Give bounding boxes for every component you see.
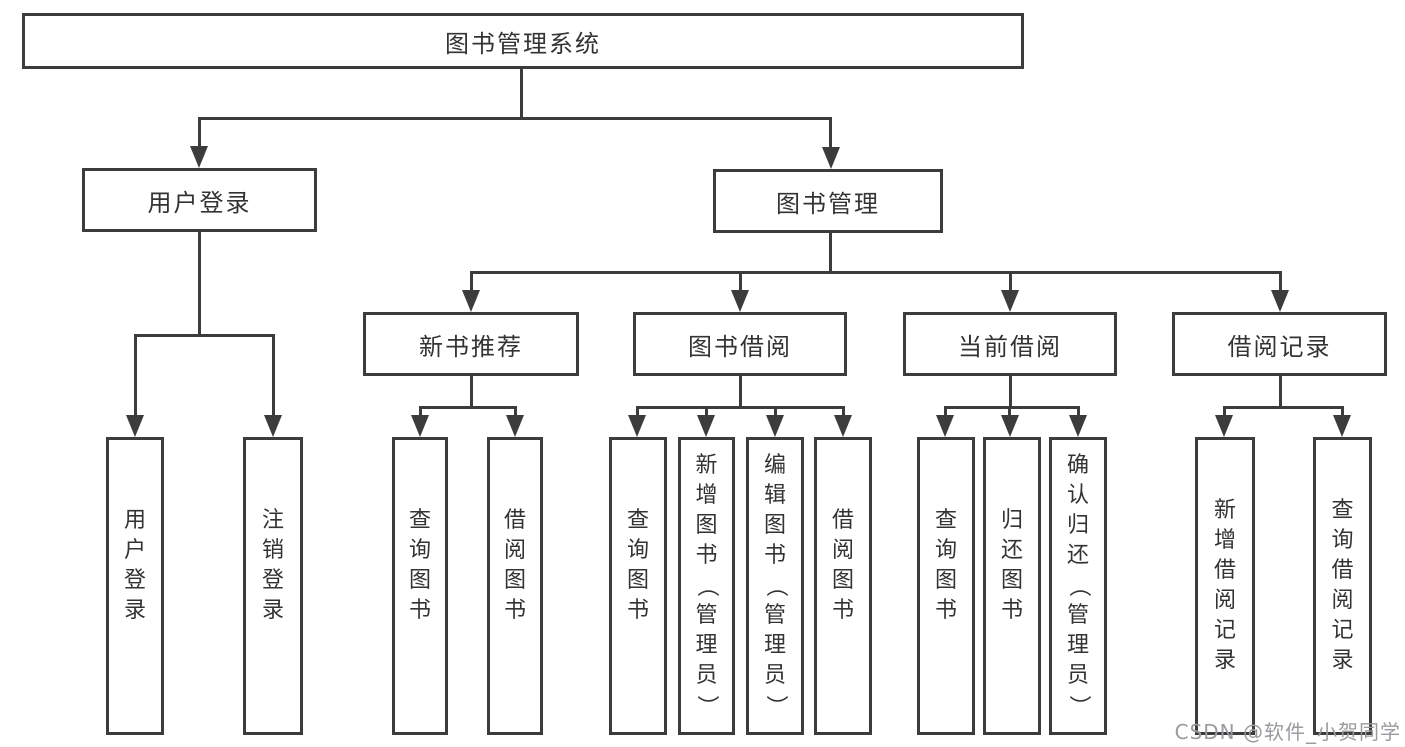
- node-book-mgmt: 图书管理: [713, 169, 943, 233]
- node-label: 新书推荐: [419, 332, 523, 361]
- node-label: 确认归还（管理员）: [1065, 453, 1091, 718]
- connector-line: [520, 69, 523, 119]
- node-add-book: 新增图书（管理员）: [678, 437, 735, 735]
- arrow-down-icon: [411, 415, 429, 437]
- connector-line: [1223, 406, 1344, 409]
- arrow-down-icon: [1069, 415, 1087, 437]
- node-query-borrow-record: 查询借阅记录: [1313, 437, 1372, 735]
- connector-line: [636, 406, 639, 416]
- node-root: 图书管理系统: [22, 13, 1024, 69]
- connector-line: [272, 334, 275, 416]
- arrow-down-icon: [1001, 290, 1019, 312]
- connector-line: [1279, 376, 1282, 408]
- connector-line: [198, 117, 201, 148]
- node-label: 查询图书: [934, 508, 957, 623]
- node-label: 查询图书: [626, 508, 649, 623]
- arrow-down-icon: [834, 415, 852, 437]
- node-query-book-b: 查询图书: [609, 437, 667, 735]
- connector-line: [419, 406, 517, 409]
- node-label: 新增借阅记录: [1213, 498, 1236, 673]
- node-label: 注销登录: [261, 508, 284, 623]
- node-login-group: 用户登录: [82, 168, 317, 232]
- connector-line: [1009, 376, 1012, 408]
- arrow-down-icon: [822, 147, 840, 169]
- node-label: 借阅记录: [1227, 332, 1332, 361]
- node-label: 查询借阅记录: [1331, 498, 1354, 673]
- connector-line: [198, 232, 201, 336]
- node-book-borrow: 图书借阅: [633, 312, 847, 376]
- connector-line: [1223, 406, 1226, 416]
- node-borrow-book-a: 借阅图书: [487, 437, 543, 735]
- connector-line: [470, 376, 473, 408]
- node-label: 查询图书: [408, 508, 431, 623]
- arrow-down-icon: [190, 146, 208, 168]
- connector-line: [739, 271, 742, 292]
- arrow-down-icon: [462, 290, 480, 312]
- connector-line: [829, 233, 832, 273]
- connector-line: [705, 406, 708, 416]
- node-query-book-c: 查询图书: [917, 437, 975, 735]
- node-label: 借阅图书: [503, 508, 526, 623]
- watermark: CSDN @软件_小贺同学: [1174, 720, 1401, 744]
- connector-line: [470, 271, 1281, 274]
- node-label: 用户登录: [123, 508, 146, 623]
- connector-line: [1341, 406, 1344, 416]
- connector-line: [1008, 406, 1011, 416]
- arrow-down-icon: [628, 415, 646, 437]
- node-label: 当前借阅: [958, 332, 1062, 361]
- arrow-down-icon: [1333, 415, 1351, 437]
- connector-line: [636, 406, 845, 409]
- arrow-down-icon: [731, 290, 749, 312]
- node-confirm-return: 确认归还（管理员）: [1049, 437, 1107, 735]
- arrow-down-icon: [506, 415, 524, 437]
- node-current-borrow: 当前借阅: [903, 312, 1117, 376]
- connector-line: [739, 376, 742, 408]
- connector-line: [1077, 406, 1080, 416]
- arrow-down-icon: [126, 415, 144, 437]
- node-label: 图书借阅: [688, 332, 792, 361]
- arrow-down-icon: [1001, 415, 1019, 437]
- connector-line: [774, 406, 777, 416]
- node-label: 编辑图书（管理员）: [762, 453, 788, 718]
- connector-line: [944, 406, 947, 416]
- node-label: 图书管理: [776, 189, 880, 218]
- node-new-book-rec: 新书推荐: [363, 312, 579, 376]
- connector-line: [470, 271, 473, 292]
- node-label: 图书管理系统: [445, 29, 601, 58]
- node-borrow-record: 借阅记录: [1172, 312, 1387, 376]
- arrow-down-icon: [264, 415, 282, 437]
- connector-line: [134, 334, 275, 337]
- arrow-down-icon: [1271, 290, 1289, 312]
- connector-line: [829, 117, 832, 148]
- connector-line: [198, 117, 832, 120]
- connector-line: [134, 334, 137, 416]
- arrow-down-icon: [936, 415, 954, 437]
- arrow-down-icon: [1215, 415, 1233, 437]
- node-query-book-a: 查询图书: [392, 437, 448, 735]
- connector-line: [842, 406, 845, 416]
- connector-line: [419, 406, 422, 416]
- node-borrow-book-b: 借阅图书: [814, 437, 872, 735]
- node-label: 新增图书（管理员）: [694, 453, 720, 718]
- node-label: 用户登录: [147, 188, 252, 217]
- node-edit-book: 编辑图书（管理员）: [746, 437, 804, 735]
- connector-line: [944, 406, 1080, 409]
- node-label: 归还图书: [1000, 508, 1023, 623]
- node-return-book: 归还图书: [983, 437, 1041, 735]
- connector-line: [514, 406, 517, 416]
- connector-line: [1279, 271, 1282, 292]
- node-add-borrow-record: 新增借阅记录: [1195, 437, 1255, 735]
- node-user-login: 用户登录: [106, 437, 164, 735]
- node-logout: 注销登录: [243, 437, 303, 735]
- arrow-down-icon: [766, 415, 784, 437]
- node-label: 借阅图书: [831, 508, 854, 623]
- connector-line: [1009, 271, 1012, 292]
- arrow-down-icon: [697, 415, 715, 437]
